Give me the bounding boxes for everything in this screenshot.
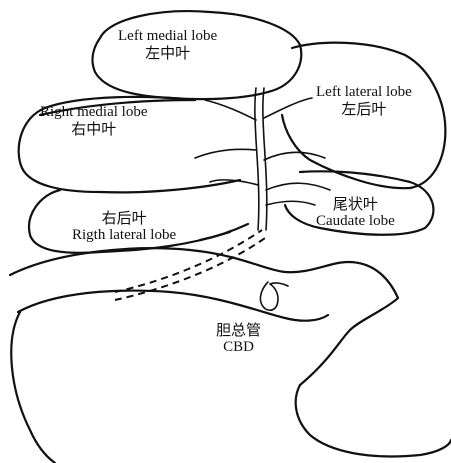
cbd-marker xyxy=(260,282,288,310)
caudate-lobe-en: Caudate lobe xyxy=(316,213,395,230)
gut-outline-outer xyxy=(10,248,398,298)
bile-duct-branch-3 xyxy=(195,149,256,158)
right-lateral-lobe-en: Rigth lateral lobe xyxy=(72,227,176,244)
bile-duct-branch-4 xyxy=(264,152,325,160)
cbd-en: CBD xyxy=(216,339,261,356)
cbd-label: 胆总管 CBD xyxy=(216,322,261,355)
bile-duct-branch-2 xyxy=(264,98,312,118)
right-lateral-lobe-zh: 右后叶 xyxy=(72,210,176,227)
left-medial-lobe-en: Left medial lobe xyxy=(118,28,217,45)
bile-duct-branch-7 xyxy=(266,201,315,205)
right-medial-lobe-zh: 右中叶 xyxy=(40,121,147,138)
bile-duct-trunk xyxy=(255,88,259,230)
gut-bottom-right xyxy=(296,385,451,456)
left-medial-lobe-label: Left medial lobe 左中叶 xyxy=(118,28,217,61)
right-medial-lobe-label: Right medial lobe 右中叶 xyxy=(40,104,147,137)
bile-duct-branch-1 xyxy=(205,100,256,120)
right-lateral-lobe-label: 右后叶 Rigth lateral lobe xyxy=(72,210,176,243)
left-lateral-lobe-zh: 左后叶 xyxy=(316,101,412,118)
gut-curve-lower xyxy=(11,312,55,463)
caudate-lobe-label: 尾状叶 Caudate lobe xyxy=(316,196,395,229)
gut-curve-right xyxy=(300,298,398,385)
right-lateral-inner-edge xyxy=(200,224,248,240)
right-medial-lobe-en: Right medial lobe xyxy=(40,104,147,121)
bile-duct-branch-6 xyxy=(266,183,330,190)
left-lateral-lobe-en: Left lateral lobe xyxy=(316,84,412,101)
caudate-lobe-zh: 尾状叶 xyxy=(316,196,395,213)
cbd-zh: 胆总管 xyxy=(216,322,261,339)
left-lateral-lobe-label: Left lateral lobe 左后叶 xyxy=(316,84,412,117)
gut-outline-inner xyxy=(18,291,328,321)
left-medial-lobe-zh: 左中叶 xyxy=(118,45,217,62)
